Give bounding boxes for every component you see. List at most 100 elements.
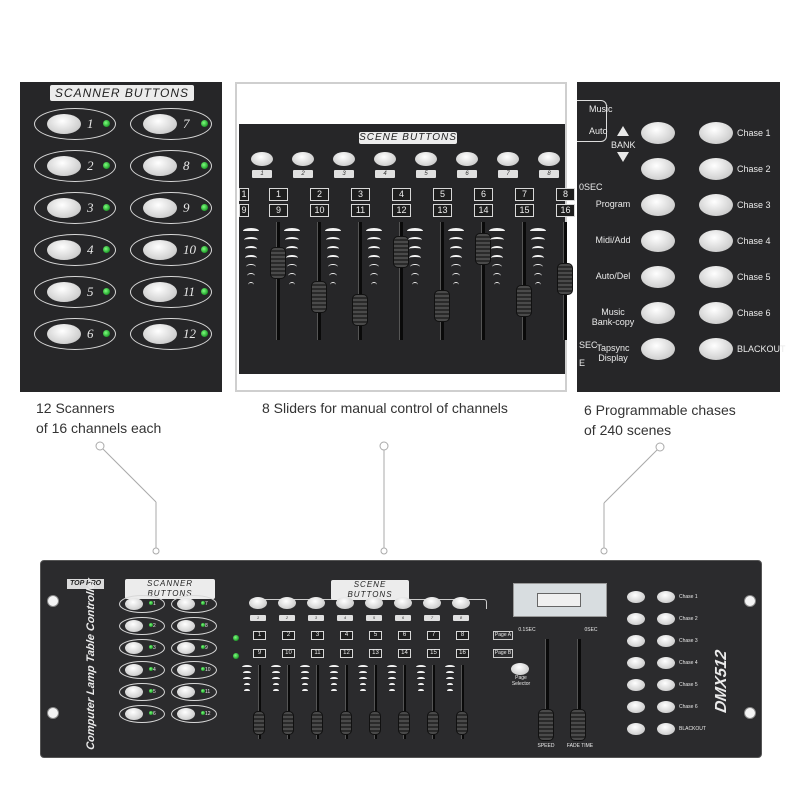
- scene-button[interactable]: [251, 152, 273, 166]
- scanner-button-cap[interactable]: [47, 240, 81, 260]
- scene-button[interactable]: [415, 152, 437, 166]
- device-scanner-cap[interactable]: [177, 598, 195, 610]
- device-scene-button[interactable]: [307, 597, 325, 609]
- device-channel-slider[interactable]: [369, 711, 381, 735]
- device-scanner-button[interactable]: [171, 683, 217, 701]
- device-program-button[interactable]: [627, 635, 645, 647]
- bank-down-icon[interactable]: [617, 152, 629, 162]
- device-program-button[interactable]: [627, 657, 645, 669]
- device-program-button[interactable]: [627, 723, 645, 735]
- program-button[interactable]: [641, 122, 675, 144]
- chase-button[interactable]: [699, 122, 733, 144]
- device-chase-button[interactable]: [657, 723, 675, 735]
- device-scanner-cap[interactable]: [177, 664, 195, 676]
- program-button[interactable]: [641, 230, 675, 252]
- device-scanner-button[interactable]: [119, 683, 165, 701]
- program-button[interactable]: [641, 338, 675, 360]
- program-button[interactable]: [641, 194, 675, 216]
- device-program-button[interactable]: [627, 701, 645, 713]
- program-button[interactable]: [641, 158, 675, 180]
- program-button[interactable]: [641, 266, 675, 288]
- scanner-button-cap[interactable]: [47, 114, 81, 134]
- scanner-button[interactable]: 12: [130, 318, 212, 350]
- device-scanner-cap[interactable]: [177, 686, 195, 698]
- device-scene-button[interactable]: [452, 597, 470, 609]
- device-scanner-button[interactable]: [119, 661, 165, 679]
- channel-slider[interactable]: [475, 232, 491, 265]
- scanner-button[interactable]: 5: [34, 276, 116, 308]
- speed-slider[interactable]: [538, 709, 554, 741]
- scanner-button-cap[interactable]: [47, 324, 81, 344]
- scanner-button-cap[interactable]: [143, 156, 177, 176]
- device-scanner-cap[interactable]: [177, 708, 195, 720]
- channel-slider[interactable]: [557, 262, 573, 295]
- scene-button[interactable]: [497, 152, 519, 166]
- page-selector-button[interactable]: [511, 663, 529, 675]
- channel-slider[interactable]: [270, 247, 286, 280]
- device-channel-slider[interactable]: [253, 711, 265, 735]
- device-chase-button[interactable]: [657, 613, 675, 625]
- device-scanner-button[interactable]: [119, 617, 165, 635]
- scanner-button-cap[interactable]: [143, 114, 177, 134]
- program-button[interactable]: [641, 302, 675, 324]
- scanner-button[interactable]: 2: [34, 150, 116, 182]
- fade-time-slider[interactable]: [570, 709, 586, 741]
- channel-slider[interactable]: [352, 294, 368, 326]
- chase-button[interactable]: [699, 194, 733, 216]
- device-scanner-cap[interactable]: [125, 620, 143, 632]
- chase-button[interactable]: [699, 230, 733, 252]
- device-scanner-button[interactable]: [119, 639, 165, 657]
- channel-slider[interactable]: [311, 280, 327, 313]
- scanner-button[interactable]: 10: [130, 234, 212, 266]
- scanner-button[interactable]: 4: [34, 234, 116, 266]
- device-scene-button[interactable]: [394, 597, 412, 609]
- scanner-button-cap[interactable]: [47, 282, 81, 302]
- scanner-button[interactable]: 11: [130, 276, 212, 308]
- device-scene-button[interactable]: [423, 597, 441, 609]
- device-program-button[interactable]: [627, 613, 645, 625]
- page-b-button[interactable]: Page B: [493, 649, 513, 658]
- device-scene-button[interactable]: [336, 597, 354, 609]
- scene-button[interactable]: [292, 152, 314, 166]
- scanner-button[interactable]: 1: [34, 108, 116, 140]
- scene-button[interactable]: [538, 152, 560, 166]
- device-scanner-button[interactable]: [171, 639, 217, 657]
- device-channel-slider[interactable]: [398, 711, 410, 735]
- device-scanner-button[interactable]: [171, 661, 217, 679]
- device-scanner-cap[interactable]: [125, 708, 143, 720]
- device-chase-button[interactable]: [657, 679, 675, 691]
- device-channel-slider[interactable]: [427, 711, 439, 735]
- device-chase-button[interactable]: [657, 635, 675, 647]
- chase-button[interactable]: [699, 302, 733, 324]
- channel-slider[interactable]: [434, 289, 450, 322]
- scanner-button-cap[interactable]: [143, 240, 177, 260]
- device-scanner-cap[interactable]: [125, 642, 143, 654]
- chase-button[interactable]: [699, 266, 733, 288]
- channel-slider[interactable]: [393, 235, 409, 268]
- scanner-button[interactable]: 7: [130, 108, 212, 140]
- device-scanner-button[interactable]: [171, 705, 217, 723]
- chase-button[interactable]: [699, 158, 733, 180]
- scanner-button-cap[interactable]: [143, 282, 177, 302]
- device-scanner-button[interactable]: [171, 617, 217, 635]
- device-scanner-cap[interactable]: [125, 664, 143, 676]
- scene-button[interactable]: [374, 152, 396, 166]
- scanner-button[interactable]: 8: [130, 150, 212, 182]
- device-chase-button[interactable]: [657, 657, 675, 669]
- scene-button[interactable]: [333, 152, 355, 166]
- device-scanner-button[interactable]: [119, 595, 165, 613]
- device-scanner-cap[interactable]: [125, 598, 143, 610]
- channel-slider[interactable]: [516, 285, 532, 317]
- device-scene-button[interactable]: [278, 597, 296, 609]
- device-scanner-button[interactable]: [171, 595, 217, 613]
- bank-up-icon[interactable]: [617, 126, 629, 136]
- device-channel-slider[interactable]: [282, 711, 294, 735]
- scanner-button-cap[interactable]: [47, 198, 81, 218]
- device-chase-button[interactable]: [657, 701, 675, 713]
- scanner-button-cap[interactable]: [143, 198, 177, 218]
- scanner-button-cap[interactable]: [143, 324, 177, 344]
- device-scanner-cap[interactable]: [125, 686, 143, 698]
- device-channel-slider[interactable]: [456, 711, 468, 735]
- device-scanner-cap[interactable]: [177, 642, 195, 654]
- device-scanner-cap[interactable]: [177, 620, 195, 632]
